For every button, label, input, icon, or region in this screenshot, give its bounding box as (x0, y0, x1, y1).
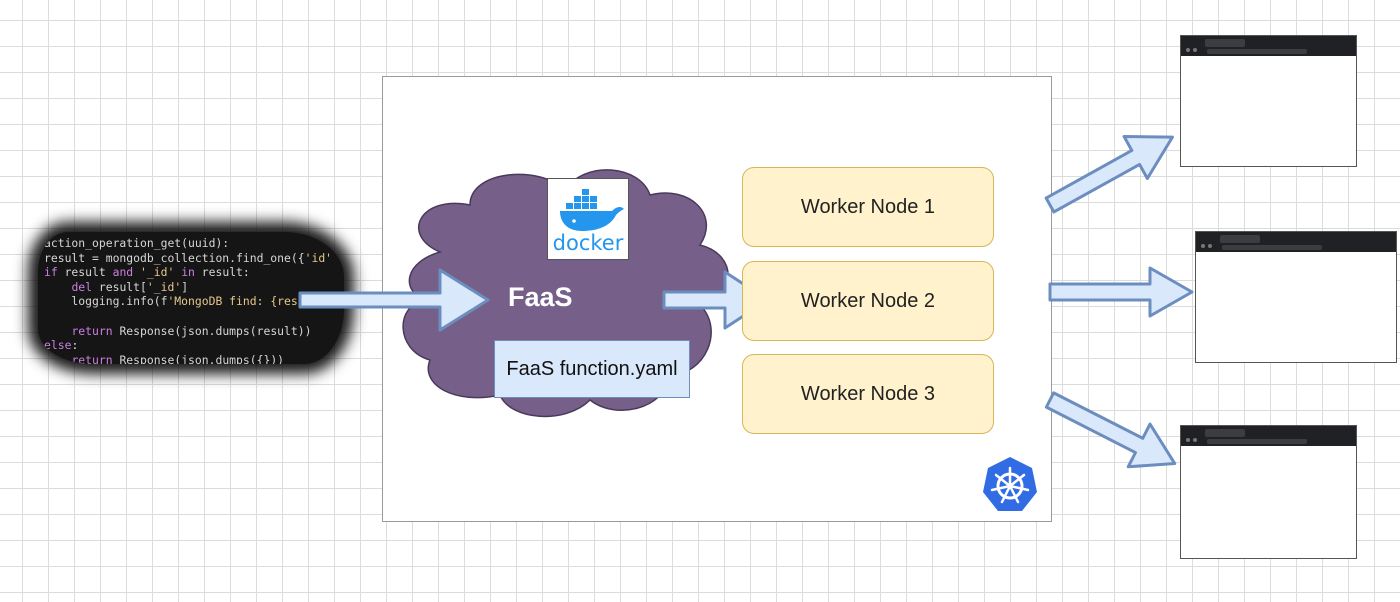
browser-window-2 (1195, 231, 1397, 363)
worker-node-2-label: Worker Node 2 (800, 289, 936, 312)
code-line: action_operation_get(uuid): (44, 236, 230, 250)
arrow-cluster-to-browser-2 (1048, 266, 1194, 318)
code-line: return Response(json.dumps({})) (71, 352, 285, 364)
function-yaml-box: FaaS function.yaml (494, 340, 690, 398)
code-line: if result and '_id' in result: (44, 265, 250, 280)
worker-node-2: Worker Node 2 (742, 261, 994, 341)
arrow-code-to-faas (298, 268, 490, 332)
worker-node-3: Worker Node 3 (742, 354, 994, 434)
browser-toolbar (1196, 232, 1396, 252)
code-line: else: (44, 338, 79, 353)
code-line: del result['_id'] (71, 279, 189, 294)
worker-node-1: Worker Node 1 (742, 167, 994, 247)
code-line: return Response(json.dumps(result)) (71, 323, 312, 338)
faas-label: FaaS (508, 282, 573, 312)
browser-toolbar (1181, 36, 1356, 56)
worker-node-3-label: Worker Node 3 (800, 382, 936, 405)
worker-node-1-label: Worker Node 1 (800, 195, 936, 218)
function-yaml-label: FaaS function.yaml (506, 357, 678, 380)
arrow-cluster-to-browser-3 (1044, 391, 1177, 469)
code-snippet: action_operation_get(uuid): result = mon… (38, 232, 344, 364)
kubernetes-logo-icon (983, 457, 1037, 511)
browser-toolbar (1181, 426, 1356, 446)
browser-window-3 (1180, 425, 1357, 559)
code-line: result = mongodb_collection.find_one({'i… (44, 250, 333, 265)
docker-logo-text: docker (552, 231, 624, 255)
browser-window-1 (1180, 35, 1357, 167)
docker-logo: docker (547, 178, 629, 260)
docker-whale-icon (560, 189, 624, 231)
arrow-cluster-to-browser-1 (1044, 134, 1174, 214)
